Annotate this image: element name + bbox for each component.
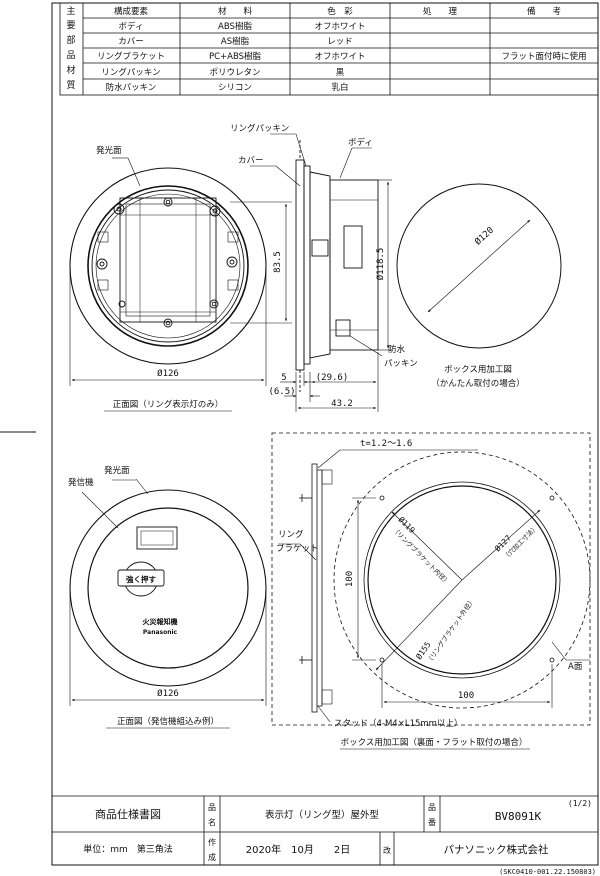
dim-43-2: 43.2 — [331, 399, 353, 409]
sheet-border — [51, 2, 599, 866]
side-view-ring-light — [295, 140, 379, 392]
label-waterproof-2: パッキン — [384, 359, 418, 369]
title-block — [52, 795, 598, 865]
doc-type: 商品仕様書図 — [95, 807, 161, 821]
table-cell: PC+ABS樹脂 — [209, 51, 262, 62]
dim-155-sub: （リングブラケット外径） — [424, 596, 476, 665]
box-cut-easy — [396, 183, 562, 349]
name-label-2: 名 — [208, 817, 216, 827]
label-waterproof-1: 防水 — [388, 344, 406, 355]
label-hakkoumen: 発光面 — [96, 145, 122, 156]
label-ring-bracket-2: ブラケット — [276, 543, 319, 554]
dim-83-5: 83.5 — [273, 251, 283, 273]
spec-table-body: ボディ ABS樹脂 オフホワイト カバー AS樹脂 レッド リングブラケット P… — [97, 21, 587, 93]
front-view-with-transmitter — [69, 489, 267, 687]
number-label-2: 番 — [428, 817, 436, 827]
table-cell: レッド — [327, 37, 353, 47]
table-cell: AS樹脂 — [221, 36, 250, 47]
table-cell: ABS樹脂 — [218, 21, 252, 32]
dim-126: Ø126 — [157, 368, 179, 379]
caption-front-view-2: 正面図（発信機組込み例） — [117, 716, 219, 727]
front-view-ring-light — [69, 167, 267, 365]
caption-box-cut-flat: ボックス用加工図（裏面・フラット取付の場合） — [341, 737, 528, 748]
dim-thickness: t=1.2～1.6 — [360, 439, 412, 449]
table-cell: リングパッキン — [101, 67, 160, 78]
product-number: BV8091K — [495, 810, 542, 823]
dim-100-horizontal: 100 — [458, 691, 474, 701]
table-cell: カバー — [118, 37, 144, 47]
header-cell: 処 理 — [423, 6, 458, 17]
table-cell: 黒 — [336, 68, 345, 78]
dim-119-sub: （リングブラケット内径） — [391, 525, 453, 587]
side-char: 主 — [66, 5, 75, 17]
side-char: 部 — [66, 34, 75, 46]
footer-code: (SKC0410-001.22.150803) — [499, 868, 596, 876]
name-label-1: 品 — [208, 803, 216, 812]
spec-table — [59, 2, 599, 96]
spec-table-side-label: 主 要 部 品 材 質 — [66, 5, 75, 91]
table-cell: 防水パッキン — [106, 82, 157, 93]
label-ring-packing: リングパッキン — [230, 123, 289, 134]
dim-6-5: (6.5) — [268, 387, 295, 397]
box-cut-flat-dimensions — [278, 449, 590, 723]
table-cell: ボディ — [119, 21, 144, 32]
caption-box-cut-sub: （かんたん取付の場合） — [431, 378, 525, 389]
made-label-1: 作 — [208, 837, 216, 847]
table-cell: シリコン — [218, 83, 252, 93]
table-cell: 乳白 — [331, 82, 348, 93]
table-cell: ポリウレタン — [209, 68, 260, 78]
created-date: 2020年 10月 2日 — [246, 843, 351, 856]
label-cover: カバー — [238, 156, 264, 166]
header-cell: 色 彩 — [327, 6, 353, 17]
header-cell: 構成要素 — [114, 6, 149, 17]
revision-label: 改 — [383, 845, 391, 855]
device-name: 火災報知機 — [143, 617, 178, 626]
label-hasshinki: 発信機 — [68, 477, 94, 488]
label-a-face: A面 — [568, 662, 583, 672]
table-cell: フラット面付時に使用 — [501, 51, 586, 62]
dim-120: Ø120 — [473, 225, 496, 248]
sheet-number: (1/2) — [568, 799, 592, 808]
dim-29-6: (29.6) — [316, 373, 349, 383]
made-label-2: 成 — [208, 852, 216, 862]
header-cell: 材 料 — [218, 6, 253, 17]
side-view-dimensions — [250, 133, 392, 412]
side-char: 質 — [66, 79, 75, 91]
dim-126-2: Ø126 — [157, 688, 179, 699]
label-ring-bracket-1: リング — [278, 529, 304, 540]
brand-logo: Panasonic — [143, 629, 178, 636]
label-body: ボディ — [348, 137, 373, 148]
caption-box-cut: ボックス用加工図 — [444, 364, 512, 375]
caption-front-view: 正面図（リング表示灯のみ） — [113, 399, 224, 410]
button-text: 強く押す — [126, 574, 156, 584]
spec-table-header: 構成要素 材 料 色 彩 処 理 備 考 — [114, 6, 561, 17]
dim-100-vertical: 100 — [345, 571, 355, 587]
table-cell: オフホワイト — [314, 22, 365, 32]
side-char: 要 — [66, 20, 75, 31]
front-view-dimensions — [69, 157, 292, 386]
dim-118-5: Ø118.5 — [375, 248, 386, 281]
side-char: 材 — [66, 64, 75, 76]
label-hakkoumen-2: 発光面 — [104, 465, 130, 476]
side-char: 品 — [66, 50, 75, 61]
table-cell: リングブラケット — [97, 51, 165, 62]
unit-projection: 単位：mm 第三角法 — [83, 843, 173, 855]
header-cell: 備 考 — [527, 6, 561, 17]
dim-5: 5 — [281, 373, 286, 383]
product-name: 表示灯（リング型）屋外型 — [265, 809, 380, 821]
label-stud: スタッド（4-M4×L15mm以上） — [334, 718, 462, 729]
box-cut-flat — [271, 432, 591, 726]
company-name: パナソニック株式会社 — [444, 843, 549, 856]
table-cell: オフホワイト — [314, 52, 365, 62]
front-view-2-dimensions — [69, 478, 267, 706]
number-label-1: 品 — [428, 803, 436, 812]
